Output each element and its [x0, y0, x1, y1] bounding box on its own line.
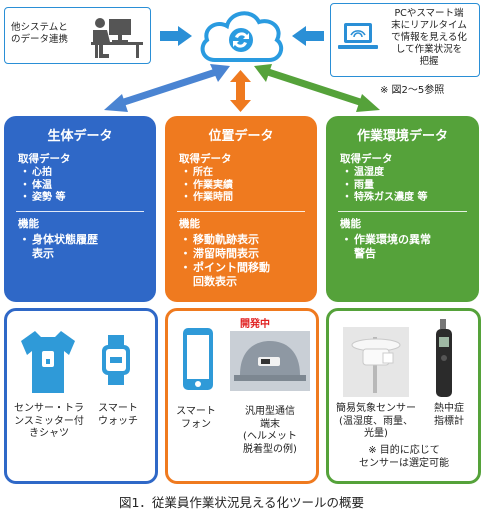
environment-divider — [338, 211, 467, 212]
bio-function-label: 機能 — [18, 218, 39, 230]
environment-acquired-list: 温湿度 雨量 特殊ガス濃度 等 — [342, 167, 427, 205]
smartphone-label: スマート フォン — [170, 406, 222, 431]
shirt-label-line: きシャツ — [29, 428, 69, 439]
watch-label-line: ウォッチ — [98, 415, 138, 427]
position-function-label: 機能 — [179, 218, 200, 230]
position-acquired-label: 取得データ — [179, 153, 232, 165]
position-function-item: 滞留時間表示 — [180, 247, 270, 261]
environment-function-label: 機能 — [340, 218, 361, 230]
sensor-shirt-label: センサー・トラ ンスミッター付 きシャツ — [11, 403, 87, 441]
bio-item: 姿勢 等 — [20, 192, 66, 205]
position-item: 作業時間 — [181, 192, 233, 205]
heat-index-meter-icon — [436, 319, 452, 397]
bio-item: 体温 — [20, 180, 65, 193]
bio-acquired-label: 取得データ — [18, 153, 71, 165]
right-box-line-4: して作業状況を — [395, 44, 463, 55]
laptop-icon — [338, 23, 378, 49]
right-box-line-2: 末にリアルタイム — [391, 20, 467, 31]
smartwatch-label: スマート ウォッチ — [91, 403, 145, 428]
figure-caption: 図1．従業員作業状況見える化ツールの概要 — [118, 495, 365, 510]
environment-item: 雨量 — [342, 180, 427, 193]
environment-devices-panel: 簡易気象センサー (温湿度、雨量、 光量) 熱中症 指標計 ※ 目的に応じて セ… — [326, 308, 481, 484]
shirt-label-line: ンスミッター付 — [14, 415, 84, 427]
environment-item: 特殊ガス濃度 等 — [342, 192, 427, 205]
realtime-visualization-box: PCやスマート端 末にリアルタイム で情報を見える化 して作業状況を 把握 — [330, 3, 480, 77]
bio-divider — [16, 211, 144, 212]
in-development-badge: 開発中 — [240, 319, 270, 330]
helmet-terminal-icon — [230, 331, 310, 391]
phone-label-line: スマート — [176, 406, 216, 417]
position-item: 所在 — [181, 167, 233, 180]
arrow-to-cloud-left — [160, 26, 192, 46]
helmet-label-line: 汎用型通信 — [245, 406, 295, 417]
position-function-item-cont: 回数表示 — [193, 275, 237, 288]
bio-acquired-list: 心拍 体温 姿勢 等 — [20, 167, 66, 205]
helmet-terminal-label: 汎用型通信 端末 (ヘルメット 脱着型の例) — [228, 406, 312, 456]
position-item: 作業実績 — [181, 180, 233, 193]
bio-item: 心拍 — [20, 167, 65, 180]
right-box-line-5: 把握 — [419, 56, 439, 67]
connector-arrows — [104, 64, 380, 112]
right-box-line-1: PCやスマート端 — [394, 8, 464, 19]
helmet-label-line: 端末 — [260, 418, 280, 430]
position-divider — [177, 211, 305, 212]
heat-index-meter-label: 熱中症 指標計 — [425, 403, 473, 428]
weather-label-line: (温湿度、雨量、 — [339, 415, 413, 427]
position-data-title: 位置データ — [208, 129, 274, 144]
position-function-item: ポイント間移動 — [180, 261, 270, 275]
environment-data-card: 作業環境データ 取得データ 温湿度 雨量 特殊ガス濃度 等 機能 作業環境の異常… — [326, 116, 479, 302]
phone-label-line: フォン — [181, 418, 211, 430]
watch-label-line: スマート — [98, 403, 138, 414]
weather-label-line: 簡易気象センサー — [336, 403, 416, 414]
environment-acquired-label: 取得データ — [340, 153, 393, 165]
arrow-to-cloud-right — [292, 26, 324, 46]
position-data-card: 位置データ 取得データ 所在 作業実績 作業時間 機能 移動軌跡表示 滞留時間表… — [165, 116, 317, 302]
smartwatch-icon — [102, 335, 130, 385]
weather-sensor-icon — [343, 327, 409, 397]
sensor-selection-note: ※ 目的に応じて センサーは選定可能 — [335, 445, 473, 470]
environment-function-item: 作業環境の異常 — [341, 233, 431, 247]
environment-data-title: 作業環境データ — [356, 129, 448, 144]
environment-function-item-cont: 警告 — [354, 247, 376, 260]
environment-item: 温湿度 — [342, 167, 427, 180]
helmet-label-line: (ヘルメット — [243, 431, 297, 442]
sensor-shirt-icon — [21, 331, 75, 393]
left-box-line-2: のデータ連携 — [11, 34, 69, 45]
position-function-list: 移動軌跡表示 滞留時間表示 ポイント間移動 回数表示 — [180, 233, 270, 289]
position-acquired-list: 所在 作業実績 作業時間 — [181, 167, 233, 205]
bio-function-item-cont: 表示 — [32, 247, 54, 260]
right-box-line-3: で情報を見える化 — [391, 32, 467, 43]
left-box-line-1: 他システムと — [11, 22, 68, 33]
position-function-item: 移動軌跡表示 — [180, 233, 270, 247]
bio-function-list: 身体状態履歴 表示 — [19, 233, 98, 261]
position-devices-panel: 開発中 スマート フォン 汎用型通信 端末 (ヘルメット 脱着型の例) — [165, 308, 319, 484]
helmet-label-line: 脱着型の例) — [243, 443, 297, 455]
environment-function-list: 作業環境の異常 警告 — [341, 233, 431, 261]
bio-data-card: 生体データ 取得データ 心拍 体温 姿勢 等 機能 身体状態履歴 表示 — [4, 116, 156, 302]
smartphone-icon — [183, 328, 213, 390]
note-line: ※ 目的に応じて — [368, 445, 440, 456]
figure-reference-note: ※ 図2～5参照 — [380, 85, 445, 96]
bio-function-item: 身体状態履歴 — [19, 233, 98, 247]
bio-devices-panel: センサー・トラ ンスミッター付 きシャツ スマート ウォッチ — [4, 308, 158, 484]
cloud-sync-icon — [200, 11, 284, 62]
weather-label-line: 光量) — [364, 428, 388, 439]
shirt-label-line: センサー・トラ — [14, 403, 84, 414]
bio-data-title: 生体データ — [47, 129, 113, 144]
heat-label-line: 指標計 — [434, 415, 464, 427]
data-integration-box: 他システムと のデータ連携 — [4, 7, 151, 64]
weather-sensor-label: 簡易気象センサー (温湿度、雨量、 光量) — [329, 403, 423, 441]
office-worker-icon — [91, 18, 143, 58]
heat-label-line: 熱中症 — [434, 403, 464, 414]
note-line: センサーは選定可能 — [359, 457, 449, 469]
